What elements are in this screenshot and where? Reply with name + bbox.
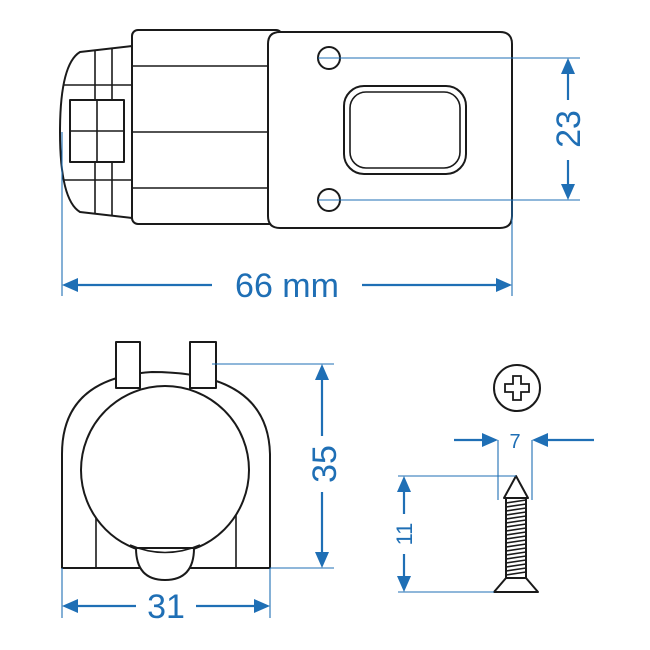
screw-thread — [505, 523, 527, 528]
screw-thread — [505, 535, 527, 540]
dimension-label-screw-length: 11 — [392, 523, 417, 546]
screw-thread — [505, 543, 527, 548]
dimension-width: 31 — [61, 568, 271, 626]
screw-thread — [505, 555, 527, 560]
screw-side-view — [493, 475, 539, 593]
socket-side-view — [59, 29, 513, 229]
screw-thread — [505, 511, 527, 516]
dimension-label-hole-spacing: 23 — [550, 110, 588, 148]
lid-latch — [135, 547, 195, 581]
dimension-height: 35 — [212, 363, 344, 569]
screw-thread — [505, 527, 527, 532]
socket-tab-right — [189, 341, 217, 389]
dimension-label-length: 66 mm — [235, 267, 339, 305]
screw-head — [493, 577, 539, 593]
dimension-length: 66 mm — [61, 132, 513, 305]
dimension-screw-diameter: 7 — [454, 431, 594, 500]
socket-tab-left — [115, 341, 141, 389]
phillips-cross-icon — [504, 375, 530, 401]
screw-head-top-view — [493, 364, 541, 412]
flange-window — [343, 85, 467, 175]
screw-thread — [505, 507, 527, 512]
socket-body — [131, 29, 283, 225]
screw-thread — [505, 551, 527, 556]
screw-tip — [503, 475, 529, 499]
screw-thread — [505, 531, 527, 536]
screw-thread — [505, 571, 527, 576]
socket-lid — [80, 385, 250, 555]
screw-thread — [505, 515, 527, 520]
screw-thread — [505, 519, 527, 524]
dimension-screw-length: 11 — [392, 475, 516, 593]
screw-thread — [505, 539, 527, 544]
screw-thread — [505, 559, 527, 564]
screw-thread — [505, 503, 527, 508]
dimension-label-height: 35 — [306, 445, 344, 483]
screw-thread — [505, 563, 527, 568]
screw-thread — [505, 547, 527, 552]
socket-front-view — [61, 341, 271, 581]
dimension-label-screw-diameter: 7 — [509, 431, 520, 453]
screw-thread — [505, 567, 527, 572]
screw-thread — [505, 499, 527, 504]
dimension-hole-spacing: 23 — [318, 57, 588, 201]
dimension-label-width: 31 — [147, 588, 185, 626]
